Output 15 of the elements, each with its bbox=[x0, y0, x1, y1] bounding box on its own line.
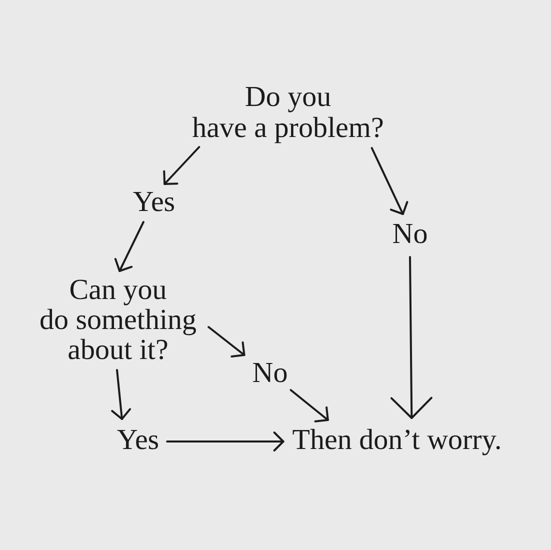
arrow bbox=[390, 256, 432, 419]
arrow bbox=[290, 389, 329, 422]
answer-text: Yes bbox=[116, 425, 160, 456]
conclusion-text: Then don’t worry. bbox=[292, 425, 502, 456]
answer-text: No bbox=[392, 219, 428, 250]
question-text: Do you have a problem? bbox=[192, 82, 384, 144]
arrow bbox=[163, 146, 200, 185]
answer-text: No bbox=[252, 358, 288, 389]
question-text: Can you do something about it? bbox=[39, 275, 197, 365]
arrow bbox=[114, 221, 144, 272]
arrow bbox=[111, 369, 131, 420]
arrow bbox=[208, 326, 246, 358]
arrow bbox=[166, 432, 284, 452]
arrow bbox=[370, 147, 408, 215]
answer-text: Yes bbox=[132, 187, 176, 218]
